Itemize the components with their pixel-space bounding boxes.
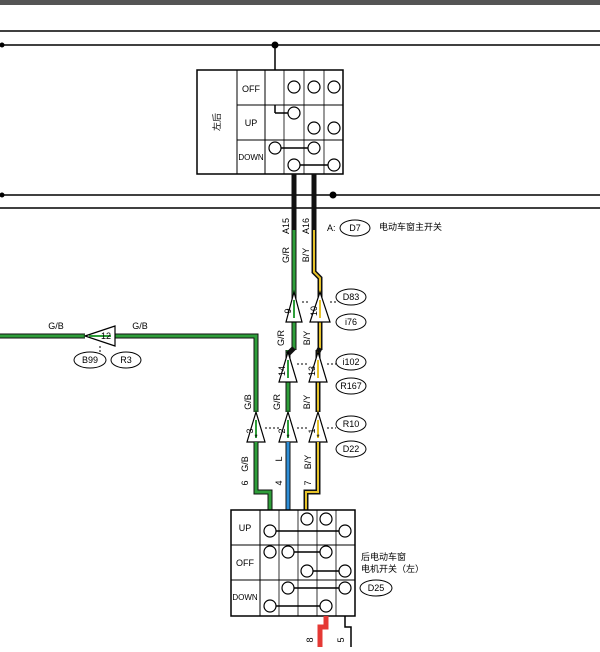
wire-red-output [317, 616, 329, 647]
wire-gb-lower [253, 442, 273, 510]
connector-tag-b99-text: B99 [82, 355, 98, 365]
pin-3: 3 [245, 428, 255, 433]
row-label-up: UP [245, 118, 258, 128]
pin-label-a16: A16 [301, 218, 311, 234]
wire-label-l: L [274, 456, 284, 461]
connector-tag-d22 [335, 440, 367, 458]
wire-by-upper [311, 174, 323, 290]
wire-label-gb-lower: G/B [240, 456, 250, 472]
connector-1: 9 10 [283, 289, 331, 350]
bus-junction-dot [329, 191, 337, 199]
connector-tag-d7 [339, 219, 371, 237]
connector-prefix: A: [327, 223, 336, 233]
pin-2: 2 [277, 428, 287, 433]
pin-label-a15: A15 [281, 218, 291, 234]
pin-13: 13 [307, 366, 317, 376]
wire-label-gr-3: G/R [272, 394, 282, 411]
switch-links [274, 105, 328, 166]
wire-label-gb-right: G/B [132, 321, 148, 331]
wire-gb-left: 12 [0, 325, 259, 412]
pin-9: 9 [283, 308, 293, 313]
wire-label-by-3: B/Y [302, 395, 312, 410]
wire-pin-6: 6 [240, 480, 250, 485]
switch-contacts [263, 512, 352, 613]
wire-by-lower [303, 442, 321, 510]
wire-label-gb-vert: G/B [243, 394, 253, 410]
wire-output-5 [344, 616, 352, 647]
pin-star: * [286, 433, 289, 442]
motor-switch-name-2: 电机开关（左） [361, 563, 424, 574]
switch-links [276, 530, 339, 607]
row-label-off: OFF [236, 558, 254, 568]
connector-tag-r3 [110, 351, 142, 369]
connector-tag-d83 [335, 288, 367, 306]
connector-tag-d25 [359, 579, 393, 597]
wire-pin-4: 4 [274, 480, 284, 485]
wire-pin-7: 7 [303, 480, 313, 485]
wire-label-gr: G/R [281, 247, 291, 264]
connector-tag-d83-text: D83 [343, 292, 360, 302]
connector-tag-r167 [335, 377, 367, 395]
master-switch-name: 电动车窗主开关 [379, 221, 442, 232]
wire-label-by-2: B/Y [302, 331, 312, 346]
pin-1: 1 [307, 428, 317, 433]
connector-tag-d25-text: D25 [368, 583, 385, 593]
bus-end-dot [0, 192, 5, 198]
pin-12: 12 [101, 331, 111, 341]
connector-tag-i102-text: i102 [342, 357, 359, 367]
connector-tag-i76-text: i76 [345, 317, 357, 327]
wire-label-by-lower: B/Y [303, 455, 313, 470]
row-label-up: UP [239, 523, 252, 533]
window-motor-switch: UP OFF DOWN [230, 509, 356, 617]
pin-8: 8 [305, 637, 315, 642]
pin-5: 5 [336, 637, 346, 642]
motor-switch-name-1: 后电动车窗 [361, 551, 406, 562]
connector-3: 3 2 1 * * * [245, 409, 328, 443]
connector-2: 14 13 [277, 346, 328, 412]
master-switch: 左后 OFF UP DOWN [196, 69, 344, 175]
bus-lines [0, 30, 600, 209]
connector-tag-b99 [73, 351, 107, 369]
wire-label-gb-left: G/B [48, 321, 64, 331]
row-label-down: DOWN [238, 153, 264, 162]
row-label-down: DOWN [232, 593, 258, 602]
wire-label-by: B/Y [301, 248, 311, 263]
connector-tag-i76 [335, 313, 367, 331]
pin-10: 10 [309, 306, 319, 316]
connector-tag-d22-text: D22 [343, 444, 360, 454]
connector-tag-r3-text: R3 [120, 355, 132, 365]
row-label-off: OFF [242, 84, 260, 94]
pin-star: * [316, 433, 319, 442]
connector-tag-i102 [335, 353, 367, 371]
connector-tag-r10 [335, 415, 367, 433]
bus-end-dot [0, 42, 5, 48]
pin-14: 14 [277, 366, 287, 376]
connector-tag-d7-text: D7 [349, 223, 361, 233]
wire-label-gr-2: G/R [276, 330, 286, 347]
connector-tag-r10-text: R10 [343, 419, 360, 429]
switch-side-label: 左后 [211, 113, 222, 131]
top-border [0, 0, 600, 5]
pin-star: * [254, 433, 257, 442]
connector-tag-r167-text: R167 [340, 381, 362, 391]
